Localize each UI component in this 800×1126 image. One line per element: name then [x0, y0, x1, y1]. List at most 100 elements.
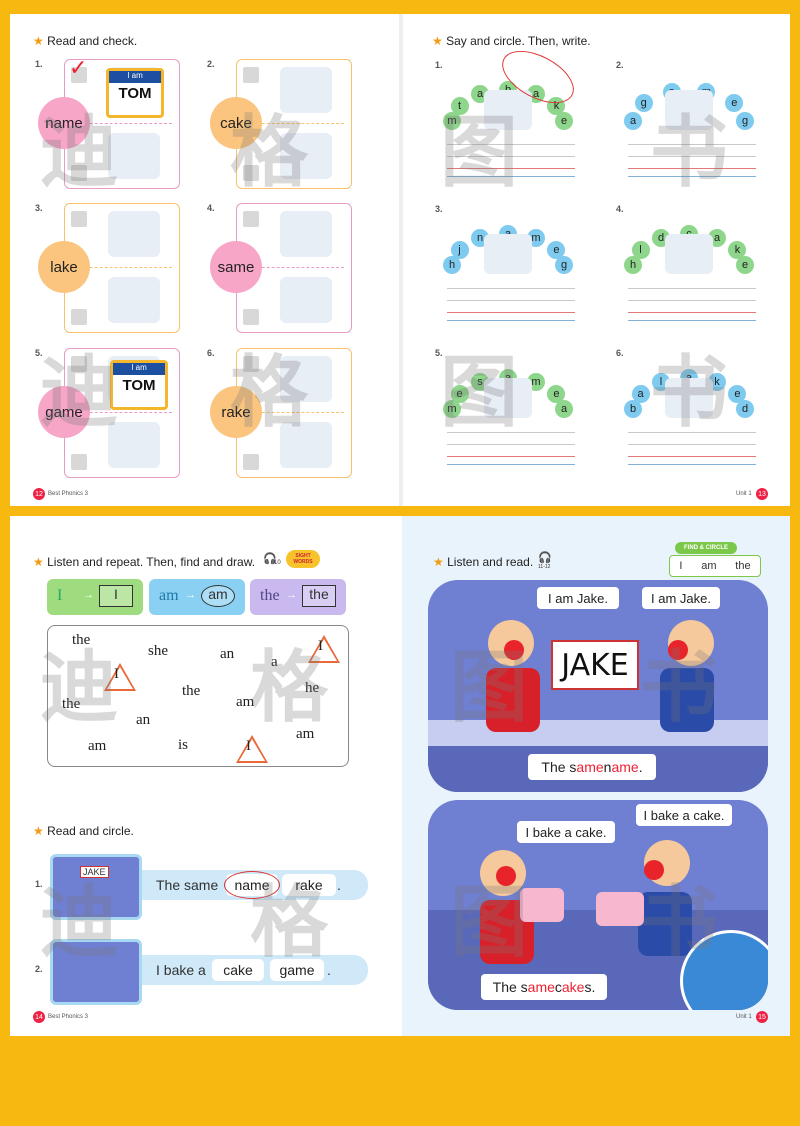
writing-line[interactable]	[447, 444, 575, 445]
letter-bubble[interactable]: m	[443, 112, 461, 130]
writing-line[interactable]	[447, 176, 575, 177]
writing-line[interactable]	[447, 456, 575, 457]
grid-word[interactable]: am	[236, 694, 255, 710]
checkbox[interactable]	[71, 309, 87, 325]
speech-bubble: I am Jake.	[642, 587, 720, 609]
grid-word[interactable]: the	[62, 696, 81, 712]
grid-word[interactable]: am	[296, 726, 315, 742]
grid-word[interactable]: the	[182, 683, 201, 699]
speech-bubble: I bake a cake.	[636, 804, 732, 826]
letter-bubble[interactable]: e	[450, 384, 469, 403]
letter-bubble[interactable]: t	[450, 96, 469, 115]
checkbox[interactable]	[243, 165, 259, 181]
writing-line[interactable]	[447, 432, 575, 433]
grid-word[interactable]: she	[148, 643, 168, 659]
example-drawn: I	[99, 585, 133, 607]
item-number: 2.	[35, 964, 43, 974]
item-number: 1.	[435, 60, 443, 70]
checkbox[interactable]	[243, 454, 259, 470]
word-bubble: lake	[38, 241, 90, 293]
writing-line[interactable]	[628, 144, 756, 145]
writing-line[interactable]	[628, 320, 756, 321]
checkbox[interactable]	[71, 211, 87, 227]
grid-word[interactable]: he	[305, 680, 320, 696]
picture-bottom	[280, 133, 332, 179]
letter-bubble[interactable]: k	[547, 96, 566, 115]
writing-line[interactable]	[447, 464, 575, 465]
star-icon: ★	[33, 555, 44, 569]
checkbox[interactable]	[243, 356, 259, 372]
item-number: 2.	[616, 60, 624, 70]
letter-bubble[interactable]: e	[555, 112, 573, 130]
letter-bubble[interactable]: l	[631, 240, 650, 259]
writing-line[interactable]	[447, 312, 575, 313]
writing-line[interactable]	[628, 168, 756, 169]
checkbox[interactable]	[71, 67, 87, 83]
checkbox[interactable]	[243, 211, 259, 227]
letter-bubble[interactable]: d	[736, 400, 754, 418]
letter-bubble[interactable]: e	[725, 93, 744, 112]
clown-nose	[504, 640, 524, 660]
item-number: 4.	[207, 203, 215, 213]
writing-line[interactable]	[447, 300, 575, 301]
checkbox[interactable]	[243, 309, 259, 325]
letter-bubble[interactable]: g	[555, 256, 573, 274]
letter-bubble[interactable]: h	[443, 256, 461, 274]
writing-line[interactable]	[447, 144, 575, 145]
letter-bubble[interactable]: b	[624, 400, 642, 418]
letter-bubble[interactable]: a	[555, 400, 573, 418]
writing-line[interactable]	[447, 156, 575, 157]
letter-bubble[interactable]: e	[547, 384, 566, 403]
grid-word[interactable]: I	[114, 666, 119, 682]
writing-line[interactable]	[628, 444, 756, 445]
letter-bubble[interactable]: e	[736, 256, 754, 274]
picture	[484, 234, 532, 274]
picture	[665, 234, 713, 274]
option-word[interactable]: cake	[212, 959, 264, 981]
grid-word[interactable]: a	[271, 654, 278, 670]
letter-bubble[interactable]: e	[728, 384, 747, 403]
grid-word[interactable]: I	[318, 638, 323, 654]
grid-word[interactable]: I	[246, 738, 251, 754]
letter-bubble[interactable]: a	[631, 384, 650, 403]
checkbox[interactable]	[71, 356, 87, 372]
letter-bubble[interactable]: m	[443, 400, 461, 418]
writing-line[interactable]	[628, 432, 756, 433]
page-13	[402, 14, 790, 506]
writing-line[interactable]	[447, 288, 575, 289]
letter-bubble[interactable]: g	[634, 93, 653, 112]
grid-word[interactable]: am	[88, 738, 107, 754]
item-number: 3.	[35, 203, 43, 213]
item-number: 3.	[435, 204, 443, 214]
letter-bubble[interactable]: a	[624, 112, 642, 130]
letter-bubble[interactable]: k	[728, 240, 747, 259]
letter-bubble[interactable]: j	[450, 240, 469, 259]
writing-line[interactable]	[628, 156, 756, 157]
writing-line[interactable]	[628, 176, 756, 177]
instruction-listen-repeat: ★ Listen and repeat. Then, find and draw…	[33, 555, 256, 569]
letter-bubble[interactable]: h	[624, 256, 642, 274]
option-word[interactable]: game	[270, 959, 324, 981]
checkbox[interactable]	[71, 454, 87, 470]
sentence-lead: I bake a	[156, 962, 206, 978]
writing-line[interactable]	[628, 288, 756, 289]
writing-line[interactable]	[628, 312, 756, 313]
checkbox[interactable]	[243, 67, 259, 83]
writing-line[interactable]	[628, 464, 756, 465]
grid-word[interactable]: an	[136, 712, 151, 728]
writing-line[interactable]	[628, 300, 756, 301]
grid-word[interactable]: the	[72, 632, 91, 648]
writing-line[interactable]	[447, 320, 575, 321]
grid-word[interactable]: an	[220, 646, 235, 662]
letter-bubble[interactable]: g	[736, 112, 754, 130]
grid-word[interactable]: is	[178, 737, 189, 753]
letter-bubble[interactable]: e	[547, 240, 566, 259]
find-words-row: I am the	[669, 555, 761, 577]
sentence-picture	[50, 939, 142, 1005]
writing-line[interactable]	[447, 168, 575, 169]
triangle-inner	[107, 667, 133, 689]
writing-line[interactable]	[628, 456, 756, 457]
option-word[interactable]: rake	[282, 874, 336, 896]
item-number: 5.	[35, 348, 43, 358]
checkbox[interactable]	[71, 165, 87, 181]
